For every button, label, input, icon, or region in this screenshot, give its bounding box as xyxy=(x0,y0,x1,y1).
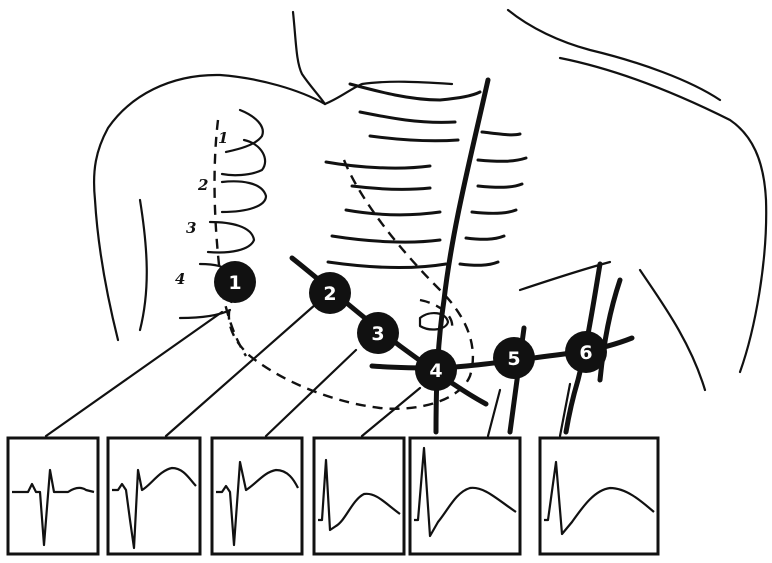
lead-number: 3 xyxy=(371,323,384,345)
left-rib xyxy=(222,140,265,175)
lateral-line xyxy=(600,280,620,380)
left-shoulder-contour xyxy=(94,75,325,340)
right-rib xyxy=(478,158,526,161)
lead-number: 4 xyxy=(429,360,442,382)
right-rib xyxy=(332,236,440,242)
ecg-frame xyxy=(212,438,302,554)
ecg-frame xyxy=(108,438,200,554)
ecg-box-3 xyxy=(212,438,302,554)
right-ribs xyxy=(326,84,526,268)
right-rib xyxy=(346,210,440,215)
rib-label-2: 2 xyxy=(197,176,208,194)
right-rib xyxy=(350,84,480,100)
neck-right-contour xyxy=(508,10,720,100)
connector-lead-4 xyxy=(362,388,420,436)
connector-lead-1 xyxy=(46,312,222,436)
connector-lead-5 xyxy=(488,390,500,436)
right-rib xyxy=(360,112,455,122)
lead-connectors xyxy=(46,304,570,436)
lead-number: 1 xyxy=(228,272,241,294)
right-rib xyxy=(482,132,520,135)
ecg-box-4 xyxy=(314,438,404,554)
sternum-left-edge xyxy=(215,120,246,356)
left-rib xyxy=(222,181,266,212)
right-rib xyxy=(370,136,458,141)
right-rib xyxy=(352,186,430,189)
connector-lead-3 xyxy=(266,350,356,436)
lead-number: 2 xyxy=(323,283,336,305)
electrode-6: 6 xyxy=(565,331,607,373)
ecg-box-2 xyxy=(108,438,200,554)
electrode-2: 2 xyxy=(309,272,351,314)
right-rib xyxy=(466,236,504,239)
right-arm-contour xyxy=(640,270,705,390)
electrode-4: 4 xyxy=(415,349,457,391)
electrode-5: 5 xyxy=(493,337,535,379)
right-rib xyxy=(472,210,516,213)
connector-lead-2 xyxy=(166,304,316,436)
ecg-box-6 xyxy=(540,438,658,554)
left-arm-contour xyxy=(140,200,147,330)
electrode-3: 3 xyxy=(357,312,399,354)
rib-label-4: 4 xyxy=(175,270,185,288)
neck-left-contour xyxy=(293,12,325,104)
right-rib xyxy=(478,184,522,187)
lead-number: 6 xyxy=(579,342,592,364)
ecg-box-5 xyxy=(410,438,520,554)
right-rib xyxy=(460,262,498,265)
ecg-frame xyxy=(8,438,98,554)
rib-label-3: 3 xyxy=(186,219,196,237)
right-rib xyxy=(326,162,430,168)
lead-number: 5 xyxy=(507,348,520,370)
torso-outline xyxy=(94,10,766,390)
ecg-box-1 xyxy=(8,438,98,554)
ecg-frame xyxy=(540,438,658,554)
rib-label-1: 1 xyxy=(218,129,228,147)
electrode-1: 1 xyxy=(214,261,256,303)
right-rib xyxy=(328,262,446,268)
